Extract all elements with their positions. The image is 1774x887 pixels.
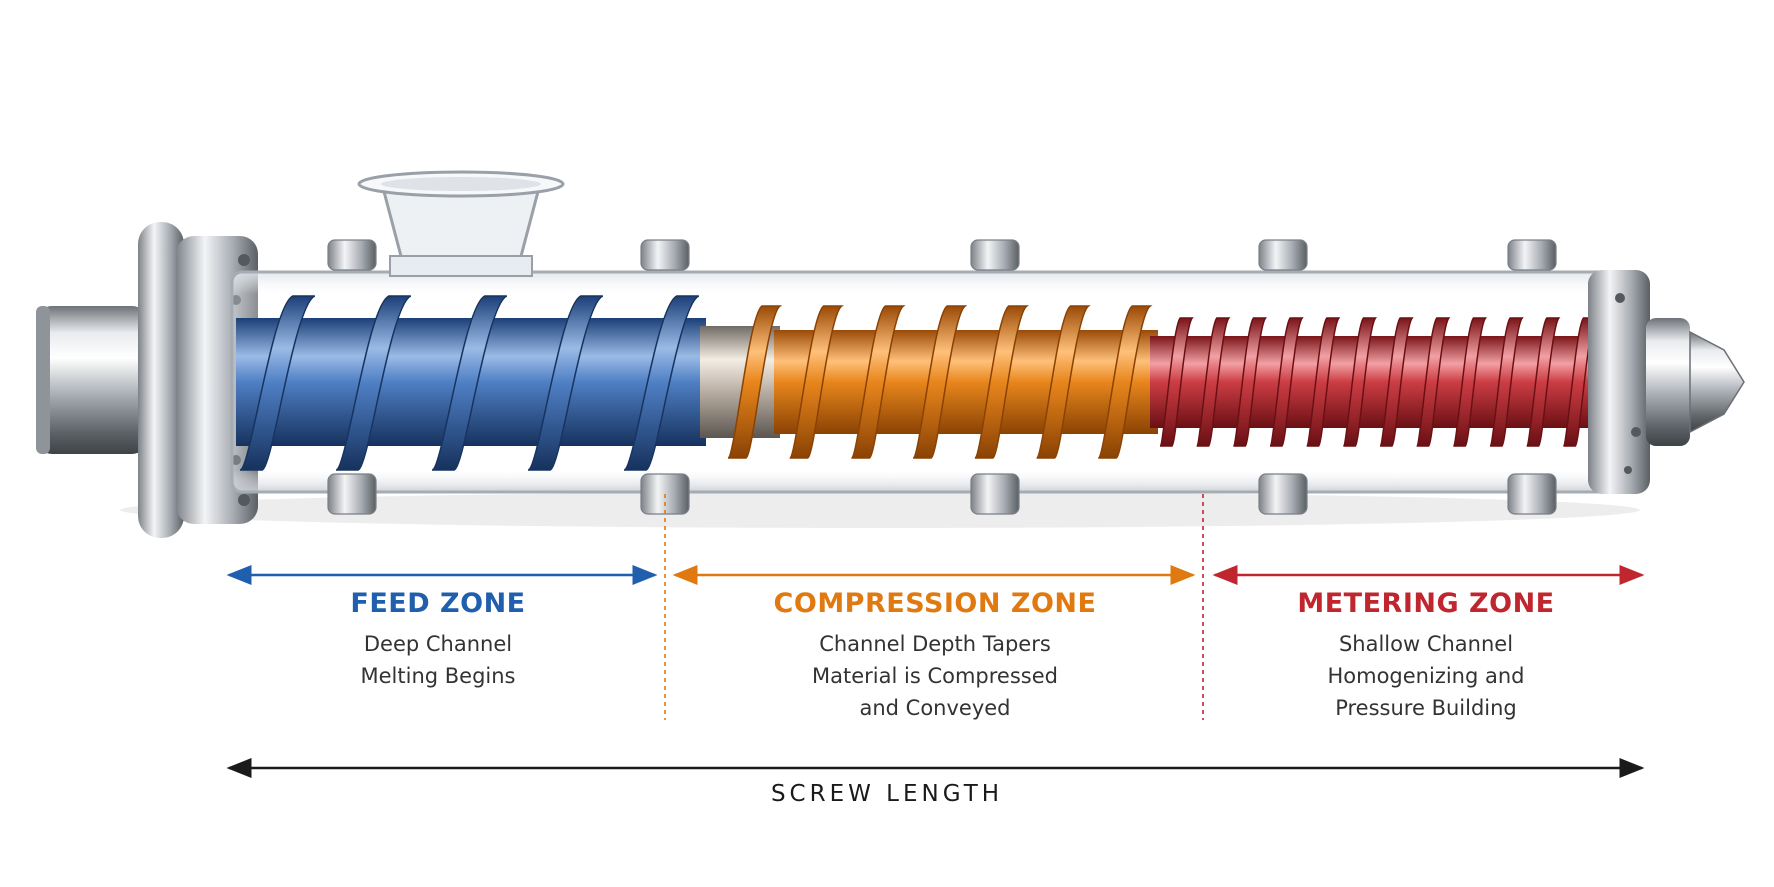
metering-zone-line-3: Pressure Building: [1335, 696, 1517, 720]
screw-flight: [727, 305, 783, 459]
screw-flight: [335, 295, 412, 471]
feed-zone-flights: [239, 295, 700, 471]
clamp-bolt: [970, 473, 1020, 515]
screw-flight: [527, 295, 604, 471]
drive-shaft: [36, 306, 148, 454]
screw-flight: [850, 305, 906, 459]
metering-zone-line-1: Shallow Channel: [1338, 632, 1514, 656]
screw-flight: [1159, 317, 1194, 447]
screw-flight: [1097, 305, 1153, 459]
clamp-bolt: [327, 239, 377, 271]
screw-flight: [239, 295, 316, 471]
clamp-bolt: [1258, 239, 1308, 271]
screw-length-label: SCREW LENGTH: [770, 781, 1004, 807]
screw-flight: [1489, 317, 1524, 447]
screw-flight: [431, 295, 508, 471]
clamp-bolt: [1507, 473, 1557, 515]
feed-zone-label: FEED ZONE Deep Channel Melting Begins: [228, 586, 648, 692]
nozzle-tip: [1689, 330, 1745, 434]
screw-flight: [1342, 317, 1378, 447]
metering-zone-flights: [1159, 317, 1598, 447]
screw-flight: [788, 305, 844, 459]
feed-zone-title: FEED ZONE: [350, 588, 526, 619]
clamp-bolt: [640, 239, 690, 271]
screw-flight: [912, 305, 968, 459]
feed-zone-line-1: Deep Channel: [363, 632, 513, 656]
screw-flight: [1525, 317, 1561, 447]
clamp-bolt: [1507, 239, 1557, 271]
compression-zone-title: COMPRESSION ZONE: [773, 588, 1097, 619]
screw-flight: [1305, 317, 1341, 447]
screw-flight: [1269, 317, 1304, 447]
screw-flight: [623, 295, 700, 471]
clamp-bolt: [327, 473, 377, 515]
metering-zone-title: METERING ZONE: [1297, 588, 1555, 619]
screw-flight: [1415, 317, 1451, 447]
barrel-clamp-bolts: [327, 239, 1557, 515]
feed-hopper: [357, 170, 565, 277]
clamp-bolt: [970, 239, 1020, 271]
metering-zone-line-2: Homogenizing and: [1327, 664, 1525, 688]
screw-flight: [1379, 317, 1414, 447]
compression-zone-line-2: Material is Compressed: [812, 664, 1058, 688]
screw-flight: [1035, 305, 1091, 459]
metering-zone-label: METERING ZONE Shallow Channel Homogenizi…: [1216, 586, 1636, 724]
feed-zone-line-2: Melting Begins: [360, 664, 516, 688]
screw-flight: [1195, 317, 1231, 447]
screw-shaft: [236, 318, 1606, 446]
clamp-bolt: [1258, 473, 1308, 515]
compression-zone-flights: [727, 305, 1153, 459]
compression-zone-line-1: Channel Depth Tapers: [819, 632, 1051, 656]
compression-zone-line-3: and Conveyed: [859, 696, 1011, 720]
screw-flight: [974, 305, 1030, 459]
compression-zone-label: COMPRESSION ZONE Channel Depth Tapers Ma…: [725, 586, 1145, 724]
screw-flight: [1232, 317, 1268, 447]
right-end-cap: [1588, 270, 1690, 494]
screw-flight: [1452, 317, 1488, 447]
